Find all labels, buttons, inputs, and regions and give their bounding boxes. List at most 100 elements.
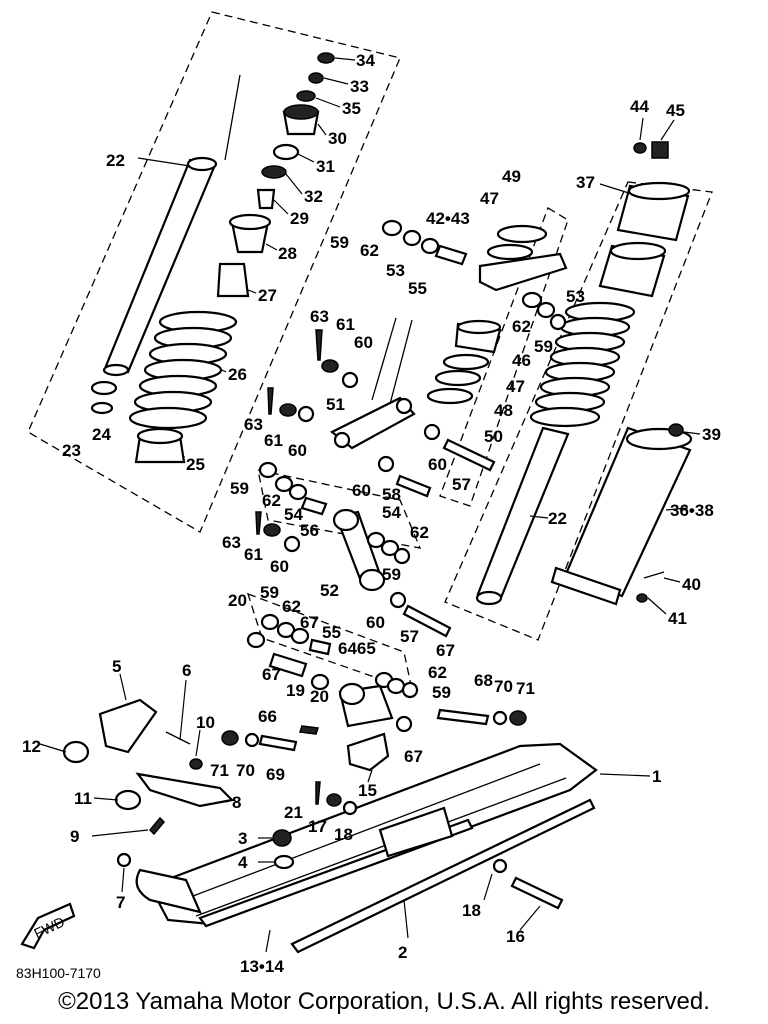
washer-60b — [297, 405, 315, 423]
callout-67-a: 67 — [300, 613, 319, 632]
bolt-69 — [258, 734, 298, 752]
link-arm-42-43 — [478, 252, 568, 292]
cap-45 — [651, 141, 669, 159]
callout-15: 15 — [358, 781, 377, 800]
callout-18-a: 18 — [334, 825, 353, 844]
callout-8: 8 — [232, 793, 241, 812]
callout-51: 51 — [326, 395, 345, 414]
bolt-63a — [315, 329, 323, 361]
callout-30: 30 — [328, 129, 347, 148]
ski-assembly: FWD — [20, 673, 651, 954]
callout-47-upper: 47 — [480, 189, 499, 208]
callout-23: 23 — [62, 441, 81, 460]
fwd-arrow-icon: FWD — [20, 902, 76, 950]
washer-24b — [90, 401, 114, 415]
mid-link-boundary — [257, 469, 422, 549]
callout-37: 37 — [576, 173, 595, 192]
washer-70a — [492, 710, 508, 726]
callout-59-a: 59 — [330, 233, 349, 252]
callout-67-d: 67 — [404, 747, 423, 766]
callout-13-14: 13•14 — [240, 957, 284, 976]
callout-1: 1 — [652, 767, 661, 786]
callout-50: 50 — [484, 427, 503, 446]
spring — [128, 310, 238, 430]
cap-39 — [668, 423, 684, 437]
callout-17: 17 — [308, 817, 327, 836]
callout-39: 39 — [702, 425, 721, 444]
bolt-63b — [267, 387, 274, 415]
washer-48 — [434, 369, 482, 387]
nut-61b — [279, 403, 297, 417]
callout-66: 66 — [258, 707, 277, 726]
callout-59-d: 59 — [382, 565, 401, 584]
washer-60c — [377, 455, 395, 473]
washer-67c — [395, 715, 413, 733]
callout-70-a: 70 — [494, 677, 513, 696]
callout-45: 45 — [666, 101, 685, 120]
bolt-9 — [148, 816, 166, 836]
callout-16: 16 — [506, 927, 525, 946]
washer-60d — [423, 423, 441, 441]
callout-22-right: 22 — [548, 509, 567, 528]
callout-4: 4 — [238, 853, 248, 872]
callout-25: 25 — [186, 455, 205, 474]
right-shock-assembly — [444, 117, 713, 641]
washer-50 — [426, 387, 474, 405]
collar-55a — [434, 244, 468, 266]
callout-63-a: 63 — [310, 307, 329, 326]
callout-60-b: 60 — [288, 441, 307, 460]
callout-61-c: 61 — [244, 545, 263, 564]
callout-55-a: 55 — [408, 279, 427, 298]
callout-68: 68 — [474, 671, 493, 690]
callout-20-a: 20 — [228, 591, 247, 610]
callout-57-b: 57 — [400, 627, 419, 646]
callout-62-a: 62 — [360, 241, 379, 260]
callout-63-c: 63 — [222, 533, 241, 552]
callout-46: 46 — [512, 351, 531, 370]
callout-59-f: 59 — [432, 683, 451, 702]
callout-36-38: 36•38 — [670, 501, 714, 520]
washer-41 — [636, 593, 648, 603]
washer-70b — [244, 732, 260, 748]
washer-49 — [496, 224, 548, 244]
callout-29: 29 — [290, 209, 309, 228]
callout-67-b: 67 — [436, 641, 455, 660]
callout-60-a: 60 — [354, 333, 373, 352]
callout-12: 12 — [22, 737, 41, 756]
nut-3 — [272, 829, 292, 847]
callout-11: 11 — [74, 789, 92, 808]
nut-71a — [509, 710, 527, 726]
callout-48: 48 — [494, 401, 513, 420]
callout-44: 44 — [630, 97, 649, 116]
callout-26: 26 — [228, 365, 247, 384]
upper-link-boundary — [439, 207, 569, 507]
callout-59-e: 59 — [260, 583, 279, 602]
bolt-58 — [395, 474, 432, 498]
callout-21: 21 — [284, 803, 303, 822]
nut-34 — [317, 52, 335, 64]
callout-53-a: 53 — [386, 261, 405, 280]
callout-62-f: 62 — [428, 663, 447, 682]
callout-10: 10 — [196, 713, 215, 732]
callout-3: 3 — [238, 829, 247, 848]
callout-62-c: 62 — [262, 491, 281, 510]
center-linkage — [221, 207, 569, 772]
bump-stop-27 — [216, 262, 250, 298]
copyright-notice: ©2013 Yamaha Motor Corporation, U.S.A. A… — [58, 988, 710, 1015]
callout-62-b: 62 — [512, 317, 531, 336]
clamp-11 — [114, 789, 142, 811]
callout-33: 33 — [350, 77, 369, 96]
callout-54-b: 54 — [382, 503, 401, 522]
callout-62-e: 62 — [282, 597, 301, 616]
nut-33 — [308, 72, 324, 84]
nut-10 — [189, 758, 203, 770]
callout-60-c: 60 — [428, 455, 447, 474]
callout-64-65: 6465 — [338, 639, 376, 658]
callout-70-b: 70 — [236, 761, 255, 780]
callout-22-left: 22 — [106, 151, 125, 170]
nut-71b — [221, 730, 239, 746]
callout-61-b: 61 — [264, 431, 283, 450]
shock-rod — [224, 74, 241, 161]
bolt-57b — [402, 604, 452, 638]
ski-1 — [148, 742, 598, 926]
